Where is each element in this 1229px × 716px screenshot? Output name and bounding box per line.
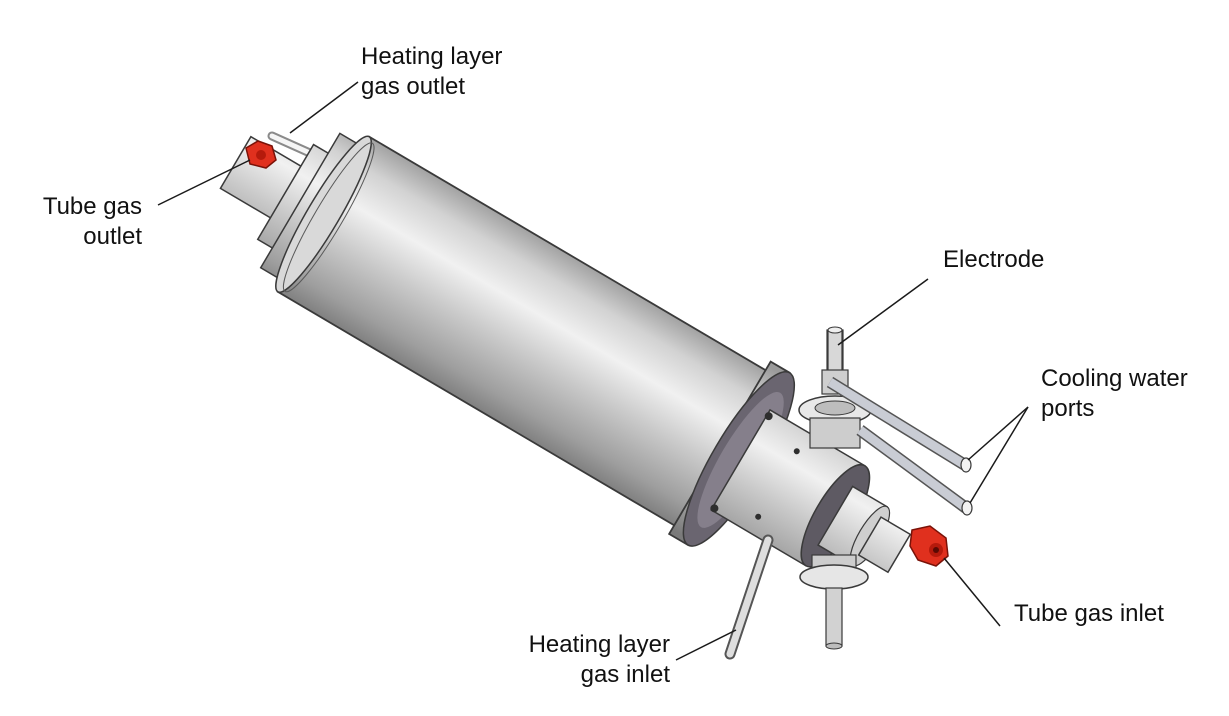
cooling-water-ports xyxy=(826,376,973,516)
tube-gas-outlet-fitting xyxy=(245,140,277,169)
bottom-port xyxy=(799,554,869,650)
label-tube-gas-inlet: Tube gas inlet xyxy=(1014,600,1164,627)
leader-cooling-1 xyxy=(967,406,1029,461)
tube-gas-inlet-fitting xyxy=(909,525,949,567)
leader-lines xyxy=(157,81,1029,661)
leader-electrode xyxy=(837,278,929,346)
label-heating-layer-gas-outlet: Heating layer gas outlet xyxy=(361,43,503,100)
leader-cooling-2 xyxy=(969,406,1029,504)
leader-heating-outlet xyxy=(289,81,359,134)
label-electrode: Electrode xyxy=(943,246,1045,273)
reactor-body xyxy=(219,132,912,574)
leader-tube-outlet xyxy=(157,159,251,206)
heating-inlet-pipe xyxy=(724,534,774,660)
label-heating-layer-gas-inlet: Heating layer gas inlet xyxy=(528,631,670,688)
label-tube-gas-outlet: Tube gas outlet xyxy=(42,193,142,250)
label-cooling-water-ports: Cooling water ports xyxy=(1041,365,1188,422)
leader-tube-inlet xyxy=(943,557,1001,627)
leader-heating-inlet xyxy=(675,629,737,661)
